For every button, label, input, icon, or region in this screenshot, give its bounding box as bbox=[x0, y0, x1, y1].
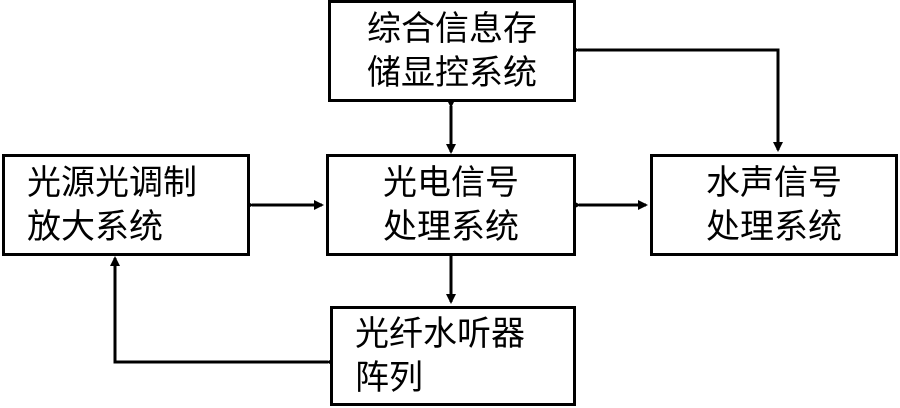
storage-label-line1: 综合信息存 bbox=[367, 9, 537, 49]
hydrophone-label-line1: 光纤水听器 bbox=[355, 314, 525, 354]
arrow-hydrophone-lightsource bbox=[110, 256, 336, 367]
storage-label-line2: 储显控系统 bbox=[367, 53, 537, 93]
fiber-hydrophone-array-block: 光纤水听器 阵列 bbox=[330, 306, 576, 406]
light-source-label-line1: 光源光调制 bbox=[27, 163, 197, 203]
acoustic-label-line2: 处理系统 bbox=[706, 207, 842, 247]
storage-display-control-block: 综合信息存 储显控系统 bbox=[328, 0, 576, 102]
acoustic-label-line1: 水声信号 bbox=[706, 163, 842, 203]
light-source-modulation-block: 光源光调制 放大系统 bbox=[2, 154, 250, 256]
photoelectric-label-line2: 处理系统 bbox=[383, 207, 519, 247]
hydrophone-label-line2: 阵列 bbox=[355, 358, 423, 398]
arrow-storage-acoustic bbox=[570, 45, 783, 152]
light-source-label-line2: 放大系统 bbox=[27, 207, 163, 247]
photoelectric-label-line1: 光电信号 bbox=[383, 163, 519, 203]
acoustic-processing-block: 水声信号 处理系统 bbox=[650, 154, 898, 256]
photoelectric-processing-block: 光电信号 处理系统 bbox=[326, 154, 576, 256]
